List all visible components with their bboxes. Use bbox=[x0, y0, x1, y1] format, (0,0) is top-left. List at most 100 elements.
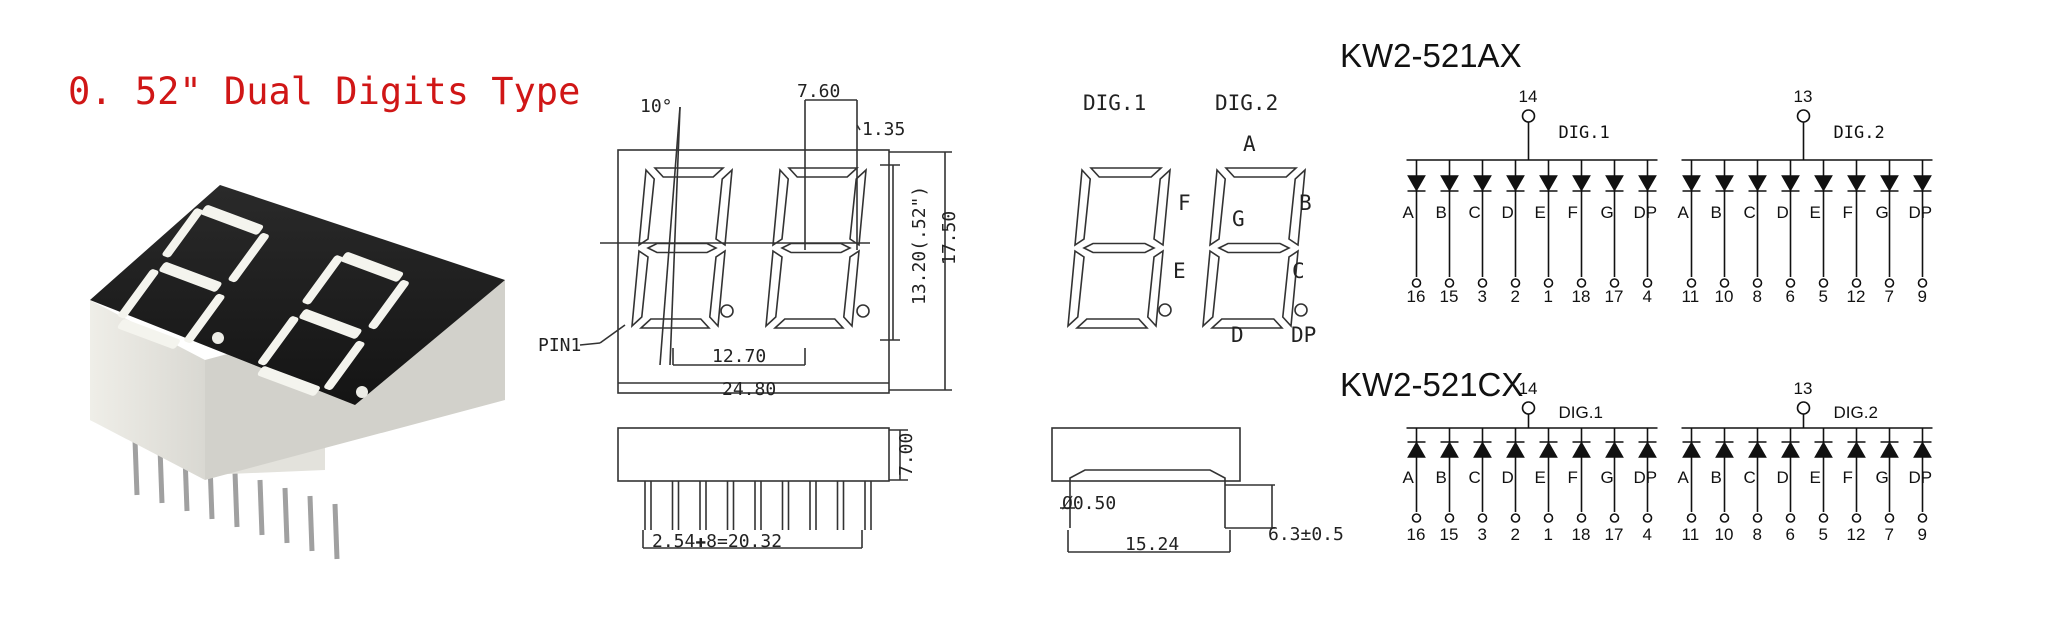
seg-e bbox=[1067, 249, 1085, 328]
dim-height: 17.50 bbox=[939, 211, 960, 265]
seg-f bbox=[1074, 168, 1092, 247]
front-view-drawing bbox=[579, 99, 952, 394]
pin-number: 3 bbox=[1478, 287, 1487, 306]
model-cathode: KW2-521CX bbox=[1340, 366, 1523, 403]
digit-group-name: DIG.1 bbox=[1559, 123, 1610, 143]
pin-node bbox=[1719, 278, 1730, 288]
pin-node bbox=[1609, 513, 1620, 523]
pin-node bbox=[1884, 513, 1895, 523]
dim-pin-dia: Ø0.50 bbox=[1062, 493, 1116, 514]
diode-symbol bbox=[1638, 441, 1657, 458]
pin-number: 15 bbox=[1440, 525, 1459, 544]
seg-d bbox=[1074, 318, 1149, 329]
pin-schematics: 14DIG.1A16B15C3D2E1F18G17DP413DIG.2A11B1… bbox=[1403, 87, 1933, 544]
pin-number: 8 bbox=[1753, 525, 1762, 544]
pin-node bbox=[1752, 513, 1763, 523]
segment-label: E bbox=[1535, 468, 1546, 487]
dim-digit-height: 13.20(.52") bbox=[909, 186, 930, 305]
dim-pin1: PIN1 bbox=[538, 335, 581, 356]
photo-segment bbox=[184, 293, 225, 343]
pin-node bbox=[1785, 278, 1796, 288]
photo-segment bbox=[257, 366, 320, 396]
segment-label: A bbox=[1678, 203, 1690, 222]
pin-number: 11 bbox=[1682, 525, 1700, 544]
seg-a bbox=[1089, 167, 1164, 178]
digit-group-name: DIG.2 bbox=[1834, 123, 1885, 143]
pin-number: 15 bbox=[1440, 287, 1459, 306]
photo-pin bbox=[307, 495, 315, 552]
common-pin-node bbox=[1521, 109, 1536, 123]
seg-label-c: C bbox=[1292, 259, 1305, 283]
diode-symbol bbox=[1814, 441, 1833, 458]
diode-symbol bbox=[1605, 175, 1624, 192]
seg-c bbox=[708, 249, 726, 328]
pin-node bbox=[1851, 278, 1862, 288]
seg-f bbox=[1209, 168, 1227, 247]
dim-tilt: 10° bbox=[640, 96, 673, 117]
segment-label: G bbox=[1876, 203, 1889, 222]
diode-symbol bbox=[1682, 175, 1701, 192]
pin-number: 5 bbox=[1819, 525, 1828, 544]
photo-digit-1 bbox=[117, 205, 269, 349]
photo-pin bbox=[332, 503, 340, 560]
segment-label: D bbox=[1777, 203, 1789, 222]
diode-symbol bbox=[1638, 175, 1657, 192]
pin-node bbox=[1719, 513, 1730, 523]
seg-g bbox=[1217, 242, 1291, 254]
seg-b bbox=[1288, 168, 1306, 247]
diode-symbol bbox=[1605, 441, 1624, 458]
photo-digit-2 bbox=[257, 252, 409, 396]
pin-number: 9 bbox=[1918, 525, 1927, 544]
diode-symbol bbox=[1539, 175, 1558, 192]
segment-label: G bbox=[1876, 468, 1889, 487]
photo-pin bbox=[232, 471, 240, 528]
diode-symbol bbox=[1440, 441, 1459, 458]
seg-label-g: G bbox=[1232, 207, 1245, 231]
pin-number: 9 bbox=[1918, 287, 1927, 306]
diode-symbol bbox=[1880, 441, 1899, 458]
seg-b bbox=[1153, 168, 1171, 247]
segment-label: E bbox=[1810, 203, 1821, 222]
segment-label: F bbox=[1843, 203, 1853, 222]
segment-label: DP bbox=[1909, 203, 1933, 222]
pin-number: 18 bbox=[1572, 287, 1591, 306]
pin-node bbox=[1510, 278, 1521, 288]
photo-pin bbox=[282, 487, 290, 544]
pin-number: 11 bbox=[1682, 287, 1700, 306]
led-display-photo bbox=[90, 185, 505, 560]
dim-digit-width: 7.60 bbox=[797, 81, 840, 102]
pin-number: 7 bbox=[1885, 525, 1894, 544]
seg-d bbox=[772, 318, 845, 329]
seg-g bbox=[780, 242, 852, 254]
pin-node bbox=[1543, 513, 1554, 523]
seg-label-e: E bbox=[1173, 259, 1186, 283]
pin-node bbox=[1917, 278, 1928, 288]
common-pin-node bbox=[1796, 109, 1811, 123]
pin-number: 1 bbox=[1544, 525, 1553, 544]
segment-label: D bbox=[1502, 203, 1514, 222]
photo-segment bbox=[228, 233, 269, 283]
diode-symbol bbox=[1682, 441, 1701, 458]
seg-label-f: F bbox=[1178, 191, 1191, 215]
diode-symbol bbox=[1781, 175, 1800, 192]
pin-node bbox=[1411, 513, 1422, 523]
common-pin-number: 13 bbox=[1794, 379, 1813, 398]
pin-number: 6 bbox=[1786, 287, 1795, 306]
diode-symbol bbox=[1572, 175, 1591, 192]
segment-label: F bbox=[1568, 468, 1578, 487]
segment-diagram bbox=[1067, 167, 1308, 329]
pin-number: 17 bbox=[1605, 287, 1624, 306]
segment-label: D bbox=[1777, 468, 1789, 487]
pin-node bbox=[1543, 278, 1554, 288]
pin-number: 10 bbox=[1715, 525, 1734, 544]
segment-label: B bbox=[1436, 203, 1447, 222]
seg-f bbox=[772, 168, 790, 247]
common-pin-node bbox=[1796, 401, 1811, 415]
segment-label: B bbox=[1711, 468, 1722, 487]
pin-node bbox=[1785, 513, 1796, 523]
seg-d bbox=[1209, 318, 1284, 329]
pin-node bbox=[1477, 513, 1488, 523]
pin-node bbox=[1686, 278, 1697, 288]
digit-group-name: DIG.2 bbox=[1834, 403, 1878, 422]
